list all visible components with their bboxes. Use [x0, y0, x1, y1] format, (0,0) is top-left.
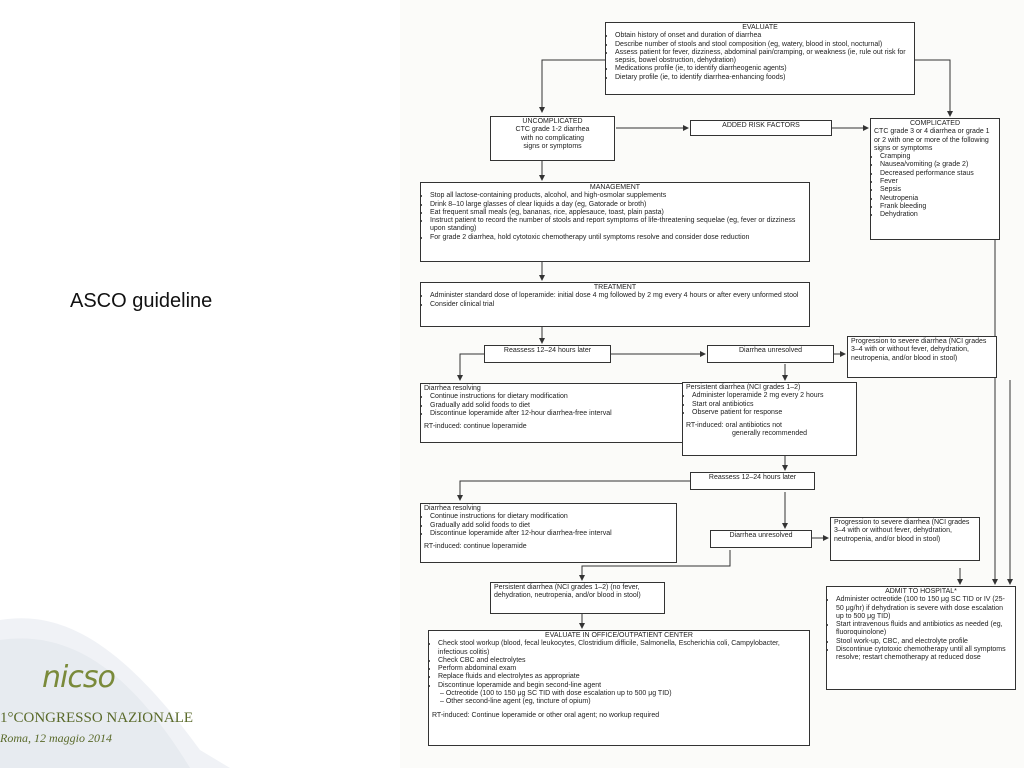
treatment-item: Consider clinical trial [430, 301, 806, 309]
unresolved-label: Diarrhea unresolved [738, 347, 803, 354]
resolving-item: Discontinue loperamide after 12-hour dia… [430, 530, 673, 538]
admit-item: Discontinue cytotoxic chemotherapy until… [836, 646, 1012, 663]
complicated-item: Decreased performance staus [880, 170, 996, 178]
resolving-box-1: Diarrhea resolving Continue instructions… [420, 383, 685, 443]
management-heading: MANAGEMENT [589, 184, 641, 191]
resolving-item: Gradually add solid foods to diet [430, 402, 681, 410]
resolving-item: Discontinue loperamide after 12-hour dia… [430, 410, 681, 418]
admit-hospital-box: ADMIT TO HOSPITAL* Administer octreotide… [826, 586, 1016, 690]
severe-diarrhea-box-1: Progression to severe diarrhea (NCI grad… [847, 336, 997, 378]
office-item: Check stool workup (blood, fecal leukocy… [438, 640, 806, 657]
office-note: RT-induced: Continue loperamide or other… [432, 711, 660, 719]
persistent-note: generally recommended [731, 430, 808, 438]
persistent-text: Persistent diarrhea (NCI grades 1–2) (no… [494, 584, 641, 600]
evaluate-item: Medications profile (ie, to identify dia… [615, 65, 911, 73]
unresolved-box-1: Diarrhea unresolved [707, 345, 834, 363]
evaluate-item: Assess patient for fever, dizziness, abd… [615, 49, 911, 66]
resolving-item: Continue instructions for dietary modifi… [430, 393, 681, 401]
evaluate-item: Describe number of stools and stool comp… [615, 41, 911, 49]
reassess-box-2: Reassess 12–24 hours later [690, 472, 815, 490]
risk-factors-label: ADDED RISK FACTORS [722, 122, 800, 129]
persistent-box-1: Persistent diarrhea (NCI grades 1–2) Adm… [682, 382, 857, 456]
management-item: Instruct patient to record the number of… [430, 217, 806, 234]
uncomplicated-line: signs or symptoms [523, 142, 582, 150]
persistent-note: RT-induced: oral antibiotics not [686, 422, 782, 430]
admit-heading: ADMIT TO HOSPITAL* [885, 588, 957, 595]
decorative-swoosh [0, 618, 230, 768]
persistent-item: Start oral antibiotics [692, 401, 853, 409]
resolving-note: RT-induced: continue loperamide [424, 543, 527, 551]
evaluate-item: Dietary profile (ie, to identify diarrhe… [615, 74, 911, 82]
management-item: Eat frequent small meals (eg, bananas, r… [430, 209, 806, 217]
complicated-item: Dehydration [880, 211, 996, 219]
reassess-box-1: Reassess 12–24 hours later [484, 345, 611, 363]
resolving-item: Gradually add solid foods to diet [430, 522, 673, 530]
office-subitem: – Other second-line agent (eg, tincture … [440, 698, 591, 706]
severe-diarrhea-text: Progression to severe diarrhea (NCI grad… [851, 338, 987, 362]
office-item: Perform abdominal exam [438, 665, 806, 673]
congress-label: 1°CONGRESSO NAZIONALE [0, 710, 194, 726]
reassess-label: Reassess 12–24 hours later [708, 474, 797, 481]
uncomplicated-line: CTC grade 1-2 diarrhea [515, 126, 590, 134]
resolving-item: Continue instructions for dietary modifi… [430, 513, 673, 521]
uncomplicated-heading: UNCOMPLICATED [522, 118, 583, 125]
complicated-box: COMPLICATED CTC grade 3 or 4 diarrhea or… [870, 118, 1000, 240]
complicated-item: Cramping [880, 153, 996, 161]
treatment-heading: TREATMENT [593, 284, 637, 291]
complicated-item: Neutropenia [880, 195, 996, 203]
office-heading: EVALUATE IN OFFICE/OUTPATIENT CENTER [545, 632, 693, 639]
office-evaluation-box: EVALUATE IN OFFICE/OUTPATIENT CENTER Che… [428, 630, 810, 746]
severe-diarrhea-box-2: Progression to severe diarrhea (NCI grad… [830, 517, 980, 561]
complicated-intro: CTC grade 3 or 4 diarrhea or grade 1 or … [874, 128, 990, 152]
complicated-item: Sepsis [880, 186, 996, 194]
uncomplicated-box: UNCOMPLICATED CTC grade 1-2 diarrhea wit… [490, 116, 615, 161]
unresolved-box-2: Diarrhea unresolved [710, 530, 812, 548]
complicated-heading: COMPLICATED [909, 120, 961, 127]
resolving-box-2: Diarrhea resolving Continue instructions… [420, 503, 677, 563]
unresolved-label: Diarrhea unresolved [729, 532, 793, 539]
complicated-item: Frank bleeding [880, 203, 996, 211]
evaluate-box: EVALUATE Obtain history of onset and dur… [605, 22, 915, 95]
persistent-item: Observe patient for response [692, 409, 853, 417]
office-item: Discontinue loperamide and begin second-… [438, 682, 806, 690]
admit-item: Stool work-up, CBC, and electrolyte prof… [836, 638, 1012, 646]
management-box: MANAGEMENT Stop all lactose-containing p… [420, 182, 810, 262]
office-item: Check CBC and electrolytes [438, 657, 806, 665]
uncomplicated-line: with no complicating [520, 134, 585, 142]
resolving-heading: Diarrhea resolving [424, 385, 481, 392]
resolving-heading: Diarrhea resolving [424, 505, 481, 512]
evaluate-heading: EVALUATE [742, 24, 778, 31]
management-item: For grade 2 diarrhea, hold cytotoxic che… [430, 234, 806, 242]
office-item: Replace fluids and electrolytes as appro… [438, 673, 806, 681]
complicated-item: Fever [880, 178, 996, 186]
nicso-logo: nicso [42, 660, 116, 695]
reassess-label: Reassess 12–24 hours later [503, 347, 592, 354]
management-item: Drink 8–10 large glasses of clear liquid… [430, 201, 806, 209]
evaluate-item: Obtain history of onset and duration of … [615, 32, 911, 40]
flowchart: EVALUATE Obtain history of onset and dur… [400, 0, 1024, 768]
admit-item: Start intravenous fluids and antibiotics… [836, 621, 1012, 638]
management-item: Stop all lactose-containing products, al… [430, 192, 806, 200]
slide-title: ASCO guideline [70, 290, 213, 312]
congress-date: Roma, 12 maggio 2014 [0, 731, 112, 745]
risk-factors-box: ADDED RISK FACTORS [690, 120, 832, 136]
persistent-heading: Persistent diarrhea (NCI grades 1–2) [686, 384, 801, 391]
severe-diarrhea-text: Progression to severe diarrhea (NCI grad… [834, 519, 970, 543]
persistent-box-2: Persistent diarrhea (NCI grades 1–2) (no… [490, 582, 665, 614]
persistent-item: Administer loperamide 2 mg every 2 hours [692, 392, 853, 400]
complicated-item: Nausea/vomiting (≥ grade 2) [880, 161, 996, 169]
treatment-box: TREATMENT Administer standard dose of lo… [420, 282, 810, 327]
office-subitem: – Octreotide (100 to 150 μg SC TID with … [440, 690, 672, 698]
admit-item: Administer octreotide (100 to 150 μg SC … [836, 596, 1012, 621]
flow-arrows [457, 59, 1013, 629]
resolving-note: RT-induced: continue loperamide [424, 423, 527, 431]
treatment-item: Administer standard dose of loperamide: … [430, 292, 806, 300]
